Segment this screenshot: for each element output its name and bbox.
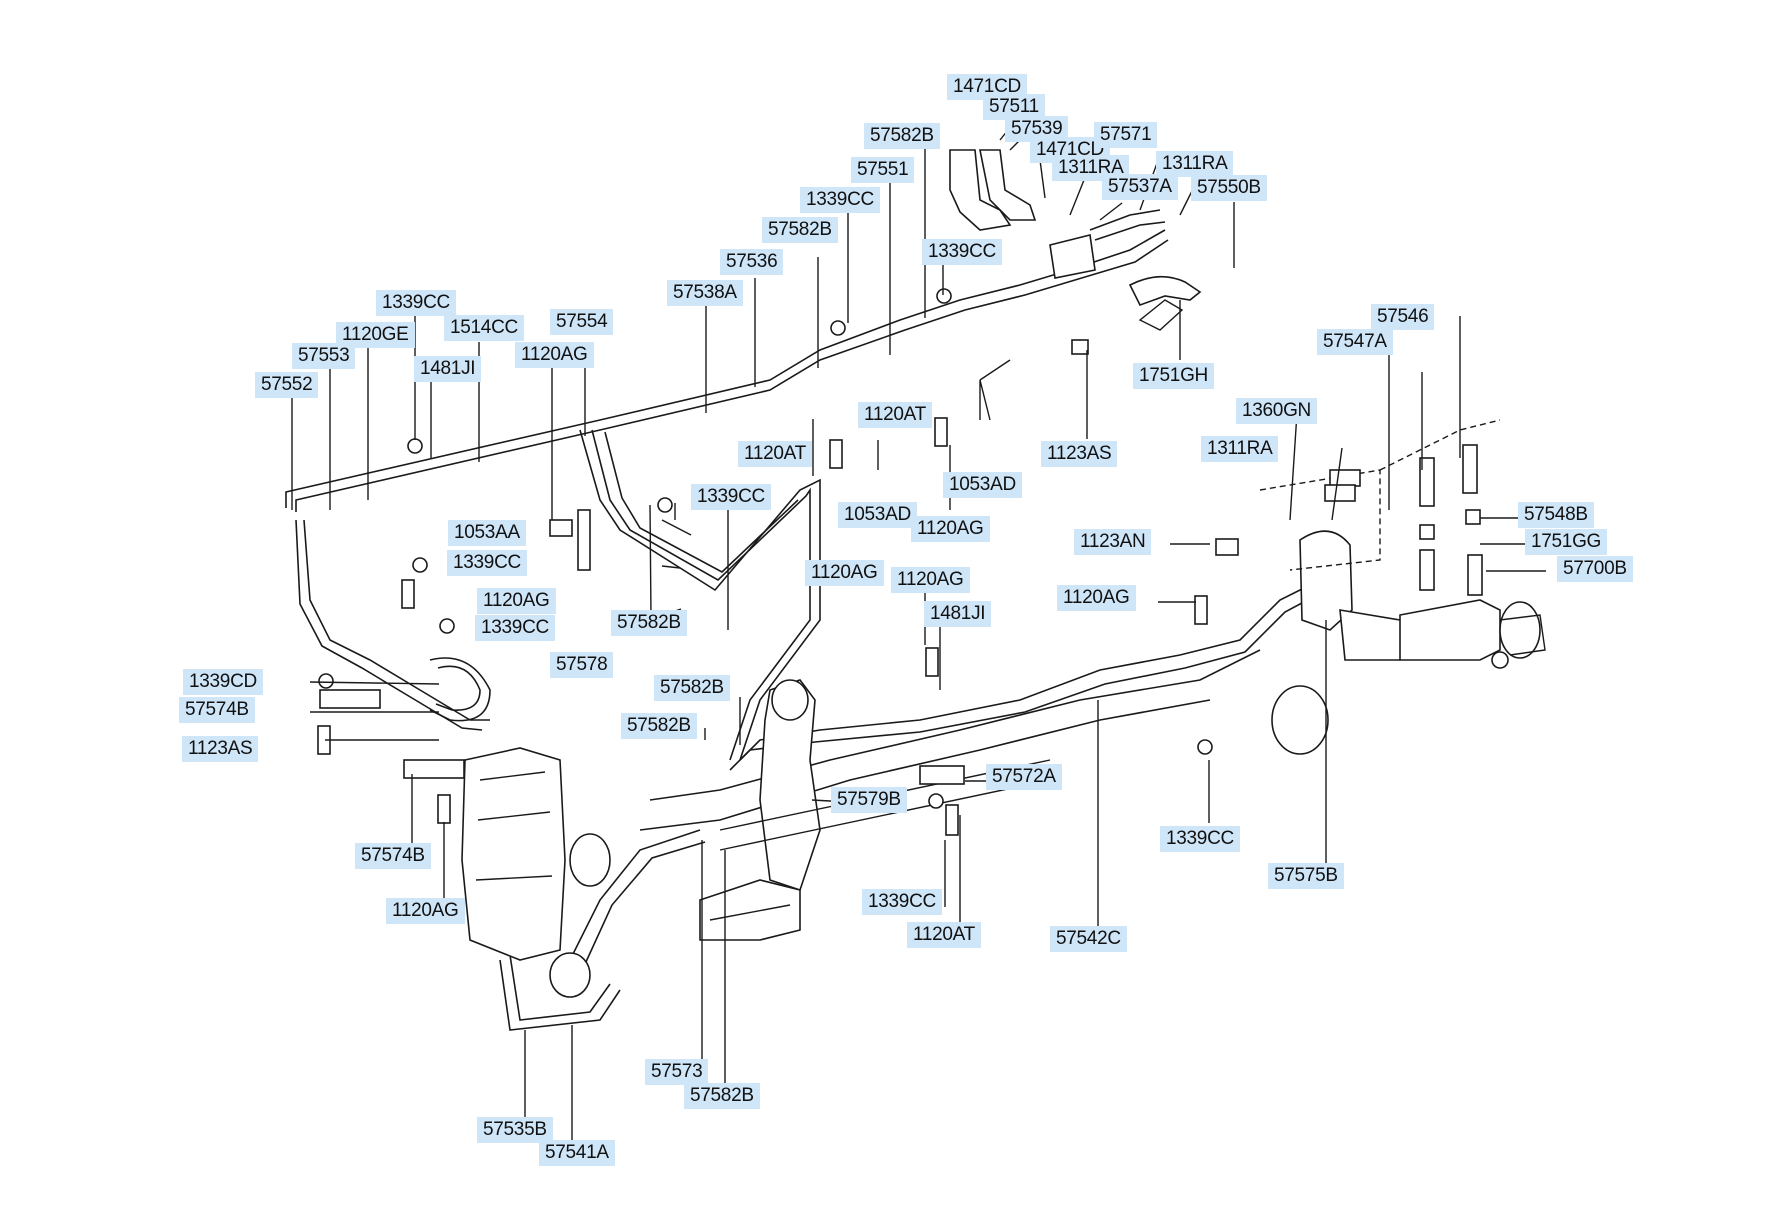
callout-1120ag: 1120AG <box>911 516 990 542</box>
callout-1120ag: 1120AG <box>891 567 970 593</box>
callout-1120at: 1120AT <box>907 922 981 948</box>
callout-1053ad: 1053AD <box>838 502 917 528</box>
top-hose-group <box>949 149 1202 331</box>
callout-57538a: 57538A <box>667 280 743 306</box>
callout-1120ag: 1120AG <box>515 342 594 368</box>
callout-57700b: 57700B <box>1557 556 1633 582</box>
callout-1339cc: 1339CC <box>691 484 771 510</box>
callout-1481ji: 1481JI <box>924 601 992 627</box>
callout-57572a: 57572A <box>986 764 1062 790</box>
callout-1123as: 1123AS <box>1041 441 1118 467</box>
callout-57575b: 57575B <box>1268 863 1344 889</box>
callout-1311ra: 1311RA <box>1052 155 1130 181</box>
callout-57541a: 57541A <box>539 1140 615 1166</box>
callout-1339cc: 1339CC <box>376 290 456 316</box>
callout-1339cc: 1339CC <box>800 187 880 213</box>
callout-57582b: 57582B <box>654 675 730 701</box>
callout-57550b: 57550B <box>1191 175 1267 201</box>
callout-57574b: 57574B <box>179 697 255 723</box>
callout-1053aa: 1053AA <box>448 520 526 546</box>
callout-1120ag: 1120AG <box>386 898 465 924</box>
callout-57571: 57571 <box>1094 122 1158 148</box>
callout-1053ad: 1053AD <box>943 472 1022 498</box>
callout-1311ra: 1311RA <box>1201 436 1279 462</box>
callout-1311ra: 1311RA <box>1156 151 1234 177</box>
callout-57582b: 57582B <box>621 713 697 739</box>
callout-1339cc: 1339CC <box>475 615 555 641</box>
callout-1514cc: 1514CC <box>444 315 524 341</box>
callout-1339cc: 1339CC <box>922 239 1002 265</box>
callout-57582b: 57582B <box>762 217 838 243</box>
middle-v-lines <box>579 429 821 761</box>
callout-57548b: 57548B <box>1518 502 1594 528</box>
callout-1123as: 1123AS <box>182 736 259 762</box>
callout-57554: 57554 <box>550 309 614 335</box>
callout-57542c: 57542C <box>1050 926 1127 952</box>
callout-57553: 57553 <box>292 343 356 369</box>
callout-1120ag: 1120AG <box>1057 585 1136 611</box>
callout-57578: 57578 <box>550 652 614 678</box>
callout-57552: 57552 <box>255 372 319 398</box>
callout-1120at: 1120AT <box>858 402 932 428</box>
lower-brake-lines <box>499 584 1316 1031</box>
rear-axle <box>1259 419 1546 755</box>
callout-57511: 57511 <box>983 94 1045 120</box>
callout-1120ag: 1120AG <box>805 560 884 586</box>
callout-1481ji: 1481JI <box>414 356 482 382</box>
small-fasteners <box>317 288 1509 836</box>
callout-1751gh: 1751GH <box>1133 363 1214 389</box>
callout-1339cc: 1339CC <box>862 889 942 915</box>
callout-1360gn: 1360GN <box>1236 398 1317 424</box>
callout-57579b: 57579B <box>831 787 907 813</box>
callout-1120ag: 1120AG <box>477 588 556 614</box>
callout-1120at: 1120AT <box>738 441 812 467</box>
callout-57547a: 57547A <box>1317 329 1393 355</box>
callout-57535b: 57535B <box>477 1117 553 1143</box>
callout-57551: 57551 <box>851 157 915 183</box>
callout-1339cc: 1339CC <box>447 550 527 576</box>
callout-1751gg: 1751GG <box>1525 529 1608 555</box>
callout-1123an: 1123AN <box>1074 529 1152 555</box>
callout-57582b: 57582B <box>864 123 940 149</box>
callout-57536: 57536 <box>720 249 784 275</box>
callout-57537a: 57537A <box>1102 174 1178 200</box>
callout-57546: 57546 <box>1371 304 1435 330</box>
callout-57573: 57573 <box>645 1059 709 1085</box>
left-block <box>461 747 801 998</box>
callout-1339cd: 1339CD <box>183 669 263 695</box>
callout-1339cc: 1339CC <box>1160 826 1240 852</box>
callout-57574b: 57574B <box>355 843 431 869</box>
callout-57582b: 57582B <box>684 1083 760 1109</box>
callout-57582b: 57582B <box>611 610 687 636</box>
